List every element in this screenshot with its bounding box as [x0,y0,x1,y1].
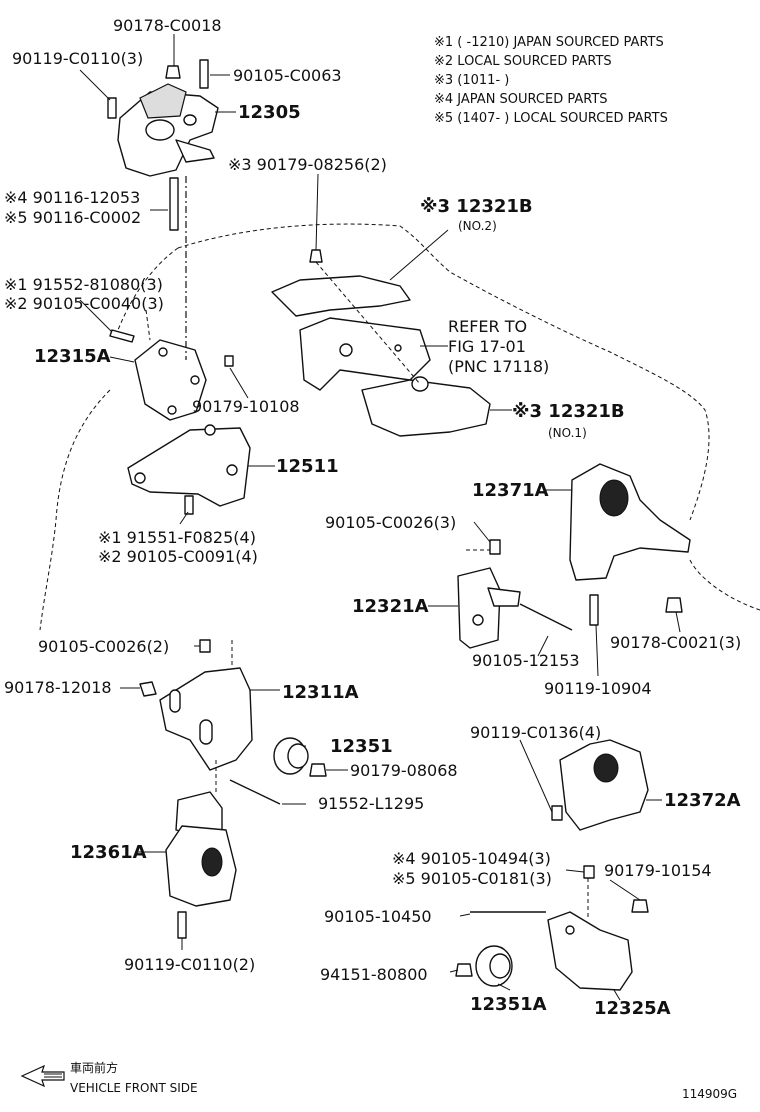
label-90178-C0018: 90178-C0018 [113,16,222,35]
bracket-12321B-no2 [271,249,411,317]
label-fig-17-01: FIG 17-01 [448,337,526,356]
label-12321B-no1: ※3 12321B [512,401,625,422]
label-90105-C0181: ※5 90105-C0181(3) [392,869,552,888]
label-90116-C0002: ※5 90116-C0002 [4,208,141,227]
footer: 車両前方 VEHICLE FRONT SIDE 114909G [20,1060,737,1101]
label-no1: (NO.1) [548,426,587,440]
label-91552-L1295: 91552-L1295 [318,794,424,813]
label-90105-12153: 90105-12153 [472,651,580,670]
label-94151-80800: 94151-80800 [320,965,428,984]
label-12321A: 12321A [352,596,429,617]
label-90105-10494: ※4 90105-10494(3) [392,849,551,868]
label-90105-C0026-2: 90105-C0026(2) [38,637,169,656]
plate-fig-17-01 [299,317,431,391]
label-no2: (NO.2) [458,219,497,233]
label-90179-08256: ※3 90179-08256(2) [228,155,387,174]
label-90105-C0063: 90105-C0063 [233,66,342,85]
bracket-12311A [139,639,281,805]
label-90178-C0021: 90178-C0021(3) [610,633,741,652]
part-labels: 90178-C0018 90119-C0110(3) 90105-C0063 1… [4,16,741,1019]
label-12351A: 12351A [470,994,547,1015]
label-90119-C0110-3: 90119-C0110(3) [12,49,143,68]
bracket-12321B-no1 [361,376,491,437]
label-90116-12053: ※4 90116-12053 [4,188,140,207]
label-12321B-no2: ※3 12321B [420,196,533,217]
vehicle-front-japanese: 車両前方 [70,1060,118,1075]
vehicle-front-english: VEHICLE FRONT SIDE [70,1081,198,1095]
leader-lines [79,34,681,1001]
label-90179-10154: 90179-10154 [604,861,712,880]
mount-12372A [551,739,649,831]
label-12311A: 12311A [282,682,359,703]
label-12511: 12511 [276,456,339,477]
bracket-12315A [109,329,234,421]
bushing-12351A [455,945,513,987]
label-90105-C0040: ※2 90105-C0040(3) [4,294,164,313]
bracket-12511 [127,424,251,515]
label-90119-10904: 90119-10904 [544,679,652,698]
label-91551-F0825: ※1 91551-F0825(4) [98,528,256,547]
engine-outline [39,223,710,631]
alignment-lines [145,176,589,920]
note-3: ※3 (1011- ) [434,73,509,88]
mount-12305 [107,59,219,231]
label-12371A: 12371A [472,480,549,501]
label-12315A: 12315A [34,346,111,367]
label-12372A: 12372A [664,790,741,811]
mount-12371A [569,463,691,626]
bracket-12325A [470,865,649,991]
label-pnc-17118: (PNC 17118) [448,357,549,376]
label-90105-10450: 90105-10450 [324,907,432,926]
label-12361A: 12361A [70,842,147,863]
label-90105-C0026-3: 90105-C0026(3) [325,513,456,532]
label-12351: 12351 [330,736,393,757]
label-90105-C0091: ※2 90105-C0091(4) [98,547,258,566]
mount-12361A [165,791,237,939]
vehicle-front-arrow-icon [20,1064,65,1088]
label-12305: 12305 [238,102,301,123]
bracket-12321A [457,539,573,649]
note-1: ※1 ( -1210) JAPAN SOURCED PARTS [434,35,664,50]
label-refer-to: REFER TO [448,317,527,336]
label-90119-C0136: 90119-C0136(4) [470,723,601,742]
engine-outline-right [689,559,760,611]
label-90179-08068: 90179-08068 [350,761,458,780]
bushing-12351 [273,737,327,777]
diagram-code: 114909G [682,1087,737,1101]
label-90119-C0110-2: 90119-C0110(2) [124,955,255,974]
label-90179-10108: 90179-10108 [192,397,300,416]
note-2: ※2 LOCAL SOURCED PARTS [434,54,612,69]
note-4: ※4 JAPAN SOURCED PARTS [434,92,608,107]
label-90178-12018: 90178-12018 [4,678,112,697]
label-12325A: 12325A [594,998,671,1019]
notes-block: ※1 ( -1210) JAPAN SOURCED PARTS ※2 LOCAL… [434,35,668,126]
note-5: ※5 (1407- ) LOCAL SOURCED PARTS [434,111,668,126]
label-91552-81080: ※1 91552-81080(3) [4,275,163,294]
